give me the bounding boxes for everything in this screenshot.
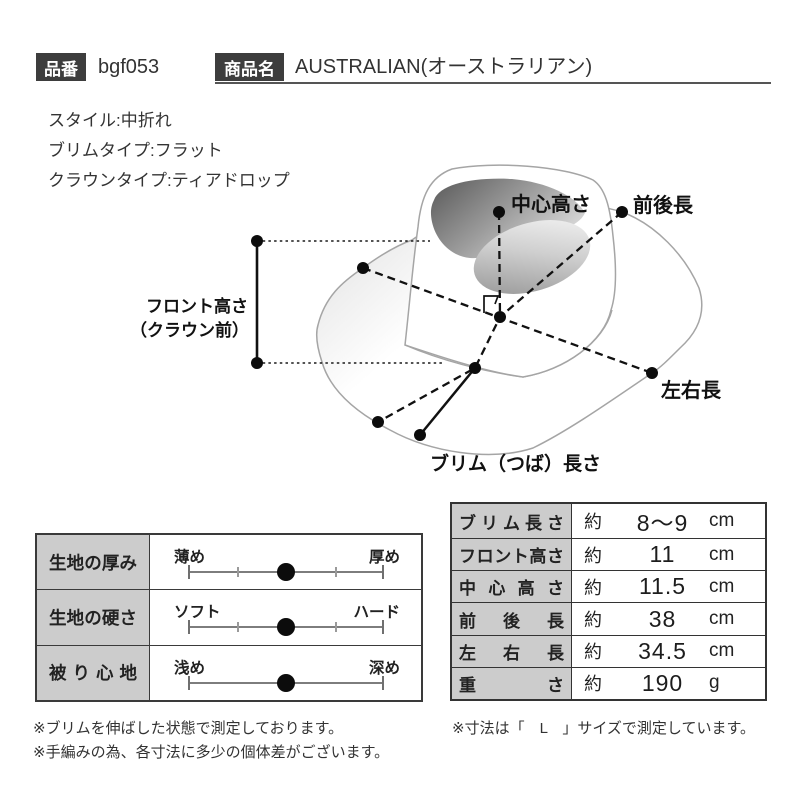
slider-min-label: 薄め: [174, 549, 206, 566]
feel-row-fit: 被り心地 浅め 深め: [37, 644, 421, 700]
label-center-height: 中心高さ: [511, 194, 591, 216]
slider-dot: [277, 618, 295, 637]
feel-row-label: 生地の厚み: [37, 535, 150, 590]
hat-crown-crease-shading: [430, 178, 585, 259]
fabric-feel-table: 生地の厚み 薄め 厚め 生地の硬さ ソフト ハード: [35, 533, 423, 702]
size-table: ブリム長さ 約 8〜9 cm フロント高さ 約 11 cm 中心高さ 約 11.…: [450, 502, 767, 701]
measure-dots: [251, 206, 658, 441]
spec-style: スタイル:中折れ: [48, 111, 172, 130]
spec-crown-type: クラウンタイプ:ティアドロップ: [48, 171, 290, 190]
label-front-back-length: 前後長: [633, 195, 693, 217]
slider-max-label: 深め: [368, 659, 400, 677]
slider-max-label: 厚め: [368, 549, 400, 566]
size-row-front-height: フロント高さ 約 11 cm: [452, 538, 765, 571]
size-row-center-height: 中心高さ 約 11.5 cm: [452, 570, 765, 603]
brim-length-measure-line: [419, 367, 476, 436]
footnote-handmade: ※手編みの為、各寸法に多少の個体差がございます。: [33, 744, 390, 761]
feel-row-label: 生地の硬さ: [37, 590, 150, 645]
slider-max-label: ハード: [353, 604, 400, 622]
label-front-height: フロント高さ （クラウン前）: [130, 297, 249, 340]
product-name-value: AUSTRALIAN(オーストラリアン): [295, 56, 593, 78]
fit-slider: 浅め 深め: [150, 646, 421, 700]
feel-row-thickness: 生地の厚み 薄め 厚め: [37, 535, 421, 590]
right-angle-mark: [483, 295, 500, 313]
footnote-brim-measure: ※ブリムを伸ばした状態で測定しております。: [33, 720, 344, 737]
footnote-left: ※ブリムを伸ばした状態で測定しております。 ※手編みの為、各寸法に多少の個体差が…: [33, 717, 389, 765]
label-left-right-length: 左右長: [661, 380, 721, 402]
size-row-brim: ブリム長さ 約 8〜9 cm: [452, 504, 765, 538]
hat-diagram-illustration: [251, 164, 703, 456]
item-number-tag: 品番: [36, 53, 86, 81]
spec-list: スタイル:中折れ ブリムタイプ:フラット クラウンタイプ:ティアドロップ: [48, 106, 290, 196]
front-back-dashed-line: [377, 211, 623, 424]
thickness-slider: 薄め 厚め: [150, 535, 421, 589]
slider-dot: [277, 563, 295, 581]
feel-row-hardness: 生地の硬さ ソフト ハード: [37, 589, 421, 645]
hat-crown-dent-shading: [473, 220, 591, 294]
size-row-left-right: 左右長 約 34.5 cm: [452, 634, 765, 667]
slider-dot: [277, 673, 295, 692]
product-name-tag: 商品名: [215, 53, 284, 81]
slider-min-label: ソフト: [174, 604, 221, 622]
feel-row-label: 被り心地: [37, 645, 150, 700]
item-number-value: bgf053: [98, 56, 160, 78]
size-row-front-back: 前後長 約 38 cm: [452, 602, 765, 635]
slider-min-label: 浅め: [174, 659, 206, 677]
spec-brim-type: ブリムタイプ:フラット: [48, 141, 223, 160]
size-row-weight: 重さ 約 190 g: [452, 666, 765, 700]
label-brim-length: ブリム（つば）長さ: [430, 454, 602, 475]
footnote-right: ※寸法は「 L 」サイズで測定しています。: [452, 720, 755, 737]
hardness-slider: ソフト ハード: [150, 590, 421, 644]
center-height-dashed-line: [497, 211, 502, 318]
header-divider: [215, 82, 771, 84]
